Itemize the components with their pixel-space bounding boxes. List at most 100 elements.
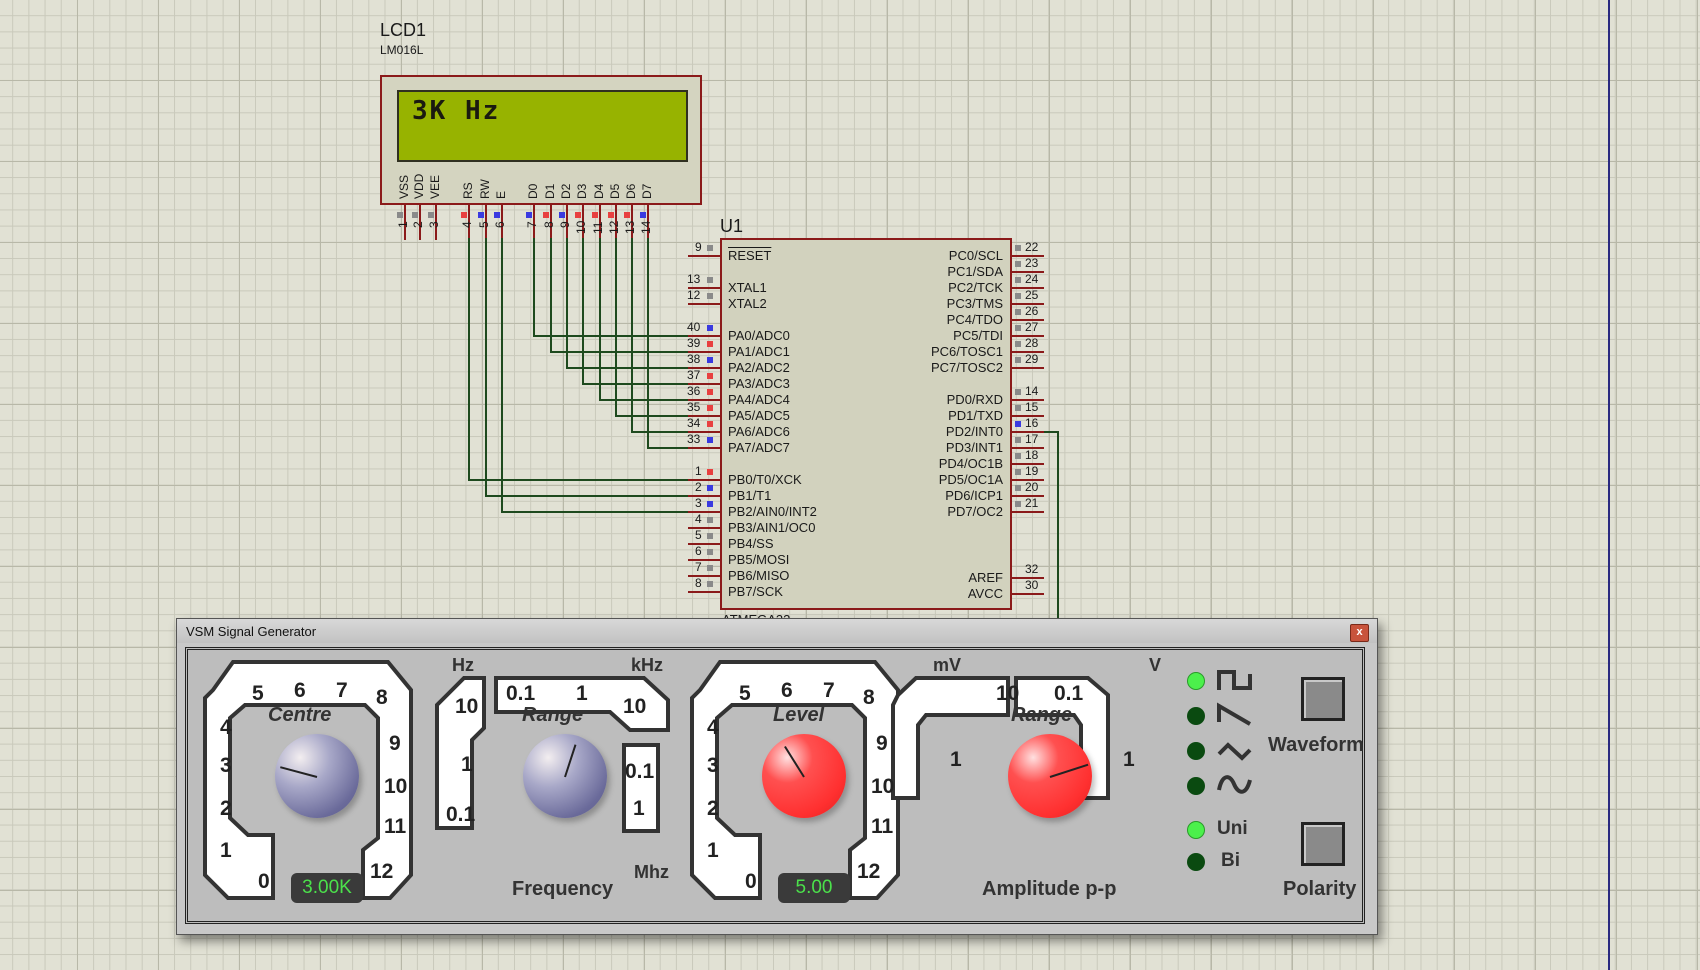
level-scale-mark: 5 [739, 682, 751, 705]
lcd-pin-state-indicator [428, 212, 434, 218]
mcu-pin-state-indicator [707, 389, 713, 395]
triangle-wave-icon [1217, 742, 1252, 761]
lcd-pin-state-indicator [526, 212, 532, 218]
hz-scale-1[interactable]: 1 [461, 753, 473, 776]
mcu-pin-state-indicator [707, 341, 713, 347]
mcu-pin-number: 29 [1025, 352, 1039, 366]
mcu-pin-number: 14 [1025, 384, 1039, 398]
polarity-button[interactable] [1301, 822, 1345, 866]
lcd-pin-label: D5 [608, 183, 622, 199]
waveform-button[interactable] [1301, 677, 1345, 721]
level-scale-mark: 2 [707, 797, 719, 820]
amplitude-range-knob[interactable] [1008, 734, 1092, 818]
lcd-pin-state-indicator [608, 212, 614, 218]
lcd-pin-label: D4 [592, 183, 606, 199]
mcu-pin-label: RESET [728, 248, 772, 263]
mcu-pin-state-indicator [1015, 437, 1021, 443]
lcd-pin-number: 8 [542, 221, 556, 228]
centre-knob[interactable] [275, 734, 359, 818]
mcu-pin-state-indicator [1015, 453, 1021, 459]
khz-scale-1[interactable]: 1 [576, 682, 588, 705]
lcd-screen: 3K Hz [397, 90, 688, 162]
lcd-pin-label: VDD [412, 173, 426, 199]
level-scale-mark: 10 [871, 775, 895, 798]
mcu-pin-state-indicator [1015, 245, 1021, 251]
mcu-pin-number: 6 [695, 544, 702, 558]
lcd-pin-state-indicator [640, 212, 646, 218]
mcu-pin-state-indicator [1015, 405, 1021, 411]
sine-wave-icon [1217, 775, 1252, 794]
mcu-pin-label: PB3/AIN1/OC0 [728, 520, 816, 535]
mcu-pin-state-indicator [1015, 325, 1021, 331]
mcu-pin-label: PD2/INT0 [945, 424, 1003, 439]
hz-scale-10[interactable]: 10 [455, 695, 479, 718]
mcu-component[interactable] [720, 238, 1012, 610]
mhz-scale-0-1[interactable]: 0.1 [625, 760, 655, 783]
mcu-pin-label: AREF [968, 570, 1003, 585]
mcu-pin-state-indicator [707, 501, 713, 507]
v-scale-0-1[interactable]: 0.1 [1054, 682, 1084, 705]
lcd-pin-number: 11 [591, 221, 605, 234]
mcu-pin-label: PD1/TXD [948, 408, 1003, 423]
square-wave-icon [1217, 670, 1252, 690]
mcu-pin-label: PA0/ADC0 [728, 328, 790, 343]
level-readout: 5.00 [778, 873, 850, 903]
lcd-pin-number: 13 [623, 220, 637, 234]
centre-scale-mark: 11 [384, 815, 407, 838]
mcu-pin-number: 12 [687, 288, 701, 302]
level-scale-mark: 7 [823, 679, 835, 702]
centre-readout: 3.00K [291, 873, 363, 903]
v-scale-1[interactable]: 1 [1123, 748, 1135, 771]
unit-v-label: V [1149, 655, 1162, 675]
lcd-pin-label: VEE [428, 174, 442, 199]
lcd-pin-state-indicator [461, 212, 467, 218]
level-scale-mark: 6 [781, 679, 793, 702]
level-scale-mark: 1 [707, 839, 719, 862]
mcu-pin-state-indicator [707, 357, 713, 363]
led-square [1187, 672, 1205, 690]
lcd-pin-label: D6 [624, 183, 638, 199]
mcu-pin-label: PB4/SS [728, 536, 774, 551]
mcu-pin-label: PD6/ICP1 [945, 488, 1003, 503]
mcu-pin-number: 40 [687, 320, 701, 334]
mcu-pin-number: 33 [687, 432, 701, 446]
frequency-range-knob[interactable] [523, 734, 607, 818]
lcd-pin-label: D3 [575, 183, 589, 199]
level-label: Level [773, 704, 825, 726]
mcu-pin-number: 21 [1025, 496, 1039, 510]
window-titlebar[interactable]: VSM Signal Generator x [177, 619, 1377, 643]
close-button[interactable]: x [1350, 624, 1369, 642]
mcu-pin-label: PC5/TDI [953, 328, 1003, 343]
mcu-pin-state-indicator [707, 293, 713, 299]
mv-scale-1[interactable]: 1 [950, 748, 962, 771]
mcu-pin-label: PC0/SCL [948, 248, 1003, 263]
level-knob[interactable] [762, 734, 846, 818]
mcu-pin-number: 28 [1025, 336, 1039, 350]
lcd-pin-state-indicator [397, 212, 403, 218]
mv-scale-10[interactable]: 10 [996, 682, 1020, 705]
mcu-pin-label: PA4/ADC4 [728, 392, 790, 407]
hz-scale-0-1[interactable]: 0.1 [446, 803, 476, 826]
mcu-pin-label: PA1/ADC1 [728, 344, 790, 359]
lcd-pin-state-indicator [494, 212, 500, 218]
khz-scale-0-1[interactable]: 0.1 [506, 682, 536, 705]
lcd-pin-number: 12 [607, 220, 621, 234]
lcd-pin-number: 2 [411, 221, 425, 228]
mcu-pin-number: 2 [695, 480, 702, 494]
lcd-pin-state-indicator [412, 212, 418, 218]
led-bi [1187, 853, 1205, 871]
mcu-pin-number: 37 [687, 368, 701, 382]
level-scale-mark: 12 [857, 860, 881, 883]
mhz-scale-1[interactable]: 1 [633, 797, 645, 820]
mcu-pin-label: PC1/SDA [947, 264, 1003, 279]
mcu-pin-state-indicator [1015, 277, 1021, 283]
lcd-pin-number: 5 [477, 221, 491, 228]
khz-scale-10[interactable]: 10 [623, 695, 647, 718]
mcu-pin-label: PB1/T1 [728, 488, 772, 503]
knob-pointer [564, 744, 577, 778]
sheet-border-line [1608, 0, 1610, 970]
lcd-pin-label: D0 [526, 183, 540, 199]
